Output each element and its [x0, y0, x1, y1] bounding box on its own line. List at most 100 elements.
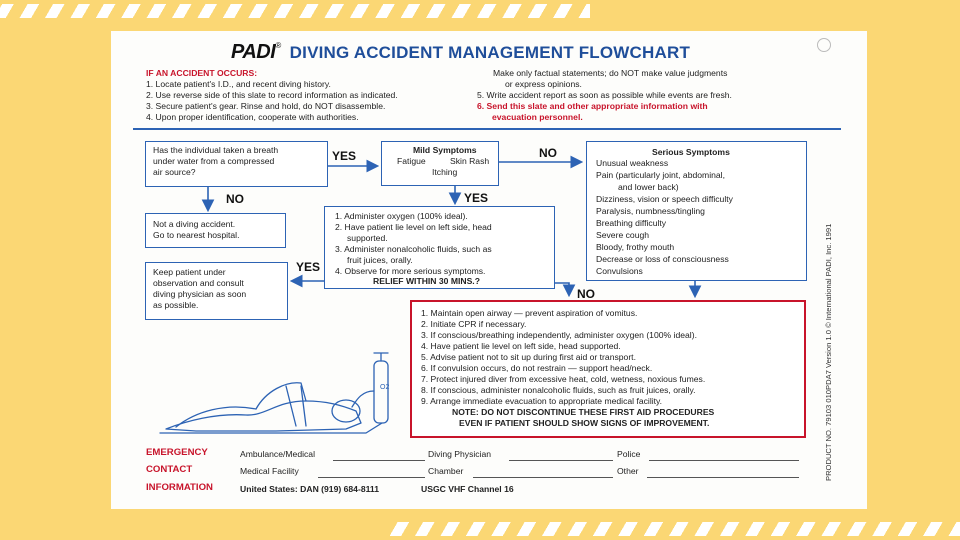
oxygen-hose: [351, 390, 375, 408]
oxygen-valve: [373, 352, 389, 362]
instruction-5: 5. Write accident report as soon as poss…: [477, 90, 732, 100]
first-aid-3: 3. If conscious/breathing independently,…: [421, 330, 697, 340]
yes-label-2: YES: [464, 191, 489, 205]
oxygen-tank: [373, 360, 389, 424]
serious-item-5: Breathing difficulty: [596, 218, 667, 228]
information-label: INFORMATION: [146, 482, 213, 493]
diver-body: [165, 400, 362, 432]
side-product-text: PRODUCT NO. 79103 010PDA7 Version 1.0 © …: [824, 223, 833, 481]
yes-label-1: YES: [332, 149, 357, 163]
title-row: PADI® DIVING ACCIDENT MANAGEMENT FLOWCHA…: [231, 41, 690, 64]
first-aid-8: 8. If conscious, administer nonalcoholic…: [421, 385, 696, 395]
mild-step-2: 2. Have patient lie level on left side, …: [335, 222, 492, 232]
police-field[interactable]: [649, 460, 799, 461]
mild-item-itching: Itching: [432, 167, 458, 177]
serious-item-3: Dizziness, vision or speech difficulty: [596, 194, 733, 204]
diver-head: [331, 399, 361, 423]
serious-item-2-cont: and lower back): [618, 182, 679, 192]
mild-symptoms-box: Mild Symptoms Fatigue Skin Rash Itching: [381, 141, 499, 186]
mild-steps-box: 1. Administer oxygen (100% ideal). 2. Ha…: [324, 206, 555, 289]
medical-facility-label: Medical Facility: [240, 466, 299, 476]
diver-leg-upper: [175, 406, 257, 428]
first-aid-9: 9. Arrange immediate evacuation to appro…: [421, 396, 663, 406]
other-field[interactable]: [647, 477, 799, 478]
note-line-1: NOTE: DO NOT DISCONTINUE THESE FIRST AID…: [452, 407, 715, 417]
instruction-6a: 6. Send this slate and other appropriate…: [477, 101, 708, 111]
dan-phone: United States: DAN (919) 684-8111: [240, 484, 379, 494]
instruction-6b: evacuation personnel.: [492, 112, 583, 122]
observation-line-4: as possible.: [153, 300, 199, 310]
question-line-2: under water from a compressed: [153, 156, 275, 166]
serious-item-9: Convulsions: [596, 266, 643, 276]
ground-line: [159, 422, 383, 434]
mild-item-fatigue: Fatigue: [397, 156, 426, 166]
chamber-field[interactable]: [473, 477, 613, 478]
page-title: DIVING ACCIDENT MANAGEMENT FLOWCHART: [289, 43, 691, 62]
physician-field[interactable]: [509, 460, 613, 461]
mild-step-3-cont: fruit juices, orally.: [347, 255, 413, 265]
first-aid-box: 1. Maintain open airway — prevent aspira…: [410, 300, 806, 438]
serious-item-6: Severe cough: [596, 230, 650, 240]
serious-item-4: Paralysis, numbness/tingling: [596, 206, 705, 216]
mild-symptoms-title: Mild Symptoms: [413, 145, 477, 155]
observation-line-3: diving physician as soon: [153, 289, 247, 299]
diver-recovery-illustration: O2: [159, 352, 389, 434]
contact-label: CONTACT: [146, 464, 193, 475]
police-label: Police: [617, 449, 641, 459]
first-aid-1: 1. Maintain open airway — prevent aspira…: [421, 308, 638, 318]
instruction-3: 3. Secure patient's gear. Rinse and hold…: [146, 101, 386, 111]
other-label: Other: [617, 466, 639, 476]
serious-item-1: Unusual weakness: [596, 158, 669, 168]
first-aid-4: 4. Have patient lie level on left side, …: [421, 341, 621, 351]
instruction-4: 4. Upon proper identification, cooperate…: [146, 112, 359, 122]
usgc-channel: USGC VHF Channel 16: [421, 484, 514, 494]
side-product-info: PRODUCT NO. 79103 010PDA7 Version 1.0 © …: [817, 131, 837, 481]
first-aid-5: 5. Advise patient not to sit up during f…: [421, 352, 636, 362]
physician-label: Diving Physician: [428, 449, 492, 459]
ambulance-label: Ambulance/Medical: [240, 449, 315, 459]
header-divider: [133, 128, 841, 130]
diver-arm: [255, 382, 307, 410]
observation-line-1: Keep patient under: [153, 267, 226, 277]
top-stripe-decoration: [0, 4, 590, 18]
not-diving-line-2: Go to nearest hospital.: [153, 230, 240, 240]
serious-item-8: Decrease or loss of consciousness: [596, 254, 729, 264]
first-aid-2: 2. Initiate CPR if necessary.: [421, 319, 527, 329]
mild-step-1: 1. Administer oxygen (100% ideal).: [335, 211, 468, 221]
first-aid-7: 7. Protect injured diver from excessive …: [421, 374, 706, 384]
bottom-stripe-decoration: [390, 522, 960, 536]
no-label-1: NO: [226, 192, 244, 206]
question-box: Has the individual taken a breath under …: [145, 141, 328, 187]
padi-logo: PADI: [231, 41, 276, 63]
observation-line-2: observation and consult: [153, 278, 244, 288]
ambulance-field[interactable]: [333, 460, 425, 461]
serious-item-7: Bloody, frothy mouth: [596, 242, 675, 252]
chamber-label: Chamber: [428, 466, 464, 476]
question-line-1: Has the individual taken a breath: [153, 145, 279, 155]
serious-item-2: Pain (particularly joint, abdominal,: [596, 170, 725, 180]
registered-mark: ®: [275, 41, 282, 50]
emergency-label: EMERGENCY: [146, 447, 208, 458]
instruction-4-cont-b: or express opinions.: [505, 79, 582, 89]
no-label-3: NO: [577, 287, 595, 301]
serious-symptoms-box: Serious Symptoms Unusual weakness Pain (…: [586, 141, 807, 281]
mild-step-3: 3. Administer nonalcoholic fluids, such …: [335, 244, 492, 254]
flow-arrows: [201, 155, 702, 299]
instruction-4-cont-a: Make only factual statements; do NOT mak…: [493, 68, 728, 78]
diver-straps: [285, 385, 307, 427]
oxygen-label: O2: [380, 384, 389, 391]
no-label-2: NO: [539, 146, 557, 160]
hang-hole-icon: [817, 38, 831, 52]
mild-step-2-cont: supported.: [347, 233, 388, 243]
not-diving-line-1: Not a diving accident.: [153, 219, 236, 229]
serious-symptoms-title: Serious Symptoms: [652, 147, 730, 157]
flowchart-card: PADI® DIVING ACCIDENT MANAGEMENT FLOWCHA…: [111, 31, 867, 509]
relief-question: RELIEF WITHIN 30 MINS.?: [373, 276, 480, 286]
instruction-2: 2. Use reverse side of this slate to rec…: [146, 90, 398, 100]
instruction-1: 1. Locate patient's I.D., and recent div…: [146, 79, 331, 89]
medical-facility-field[interactable]: [318, 477, 425, 478]
note-line-2: EVEN IF PATIENT SHOULD SHOW SIGNS OF IMP…: [459, 418, 710, 428]
mild-item-skin-rash: Skin Rash: [450, 156, 490, 166]
first-aid-6: 6. If convulsion occurs, do not restrain…: [421, 363, 653, 373]
observation-box: Keep patient under observation and consu…: [145, 262, 288, 320]
